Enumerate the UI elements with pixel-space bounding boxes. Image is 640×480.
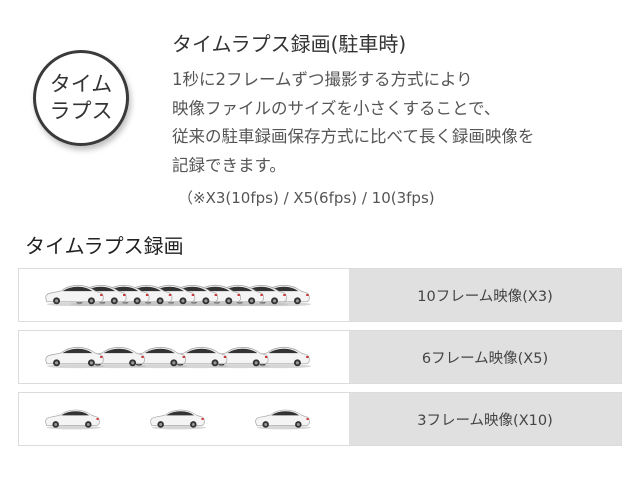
car-frames [19,269,349,321]
description-line: 記録できます。 [172,155,286,175]
feature-description: 1秒に2フレームずつ撮影する方式により 映像ファイルのサイズを小さくすることで、… [172,66,534,180]
frame-row-10: 10フレーム映像(X3) [18,268,622,322]
description-line: 1秒に2フレームずつ撮影する方式により [172,70,473,89]
frame-label: 6フレーム映像(X5) [349,331,621,383]
frame-row-6: 6フレーム映像(X5) [18,330,622,384]
frame-label: 10フレーム映像(X3) [349,269,621,321]
frame-row-3: 3フレーム映像(X10) [18,392,622,446]
badge-line1: タイム [49,72,113,96]
badge-line2: ラプス [49,99,113,123]
car-frame [45,409,101,430]
timelapse-badge: タイム ラプス [33,50,129,146]
description-line: 従来の駐車録画保存方式に比べて長く録画映像を [172,127,535,146]
car-frame [150,409,206,430]
car-frame [45,346,105,369]
section-title: タイムラプス録画 [25,234,184,258]
car-frames [19,393,349,445]
car-frames [19,331,349,383]
description-line: 映像ファイルのサイズを小さくすることで、 [172,98,501,118]
frame-label: 3フレーム映像(X10) [349,393,621,445]
car-frame [255,409,311,430]
feature-title: タイムラプス録画(駐車時) [172,32,407,56]
fps-note: （※X3(10fps) / X5(6fps) / 10(3fps) [178,189,435,207]
